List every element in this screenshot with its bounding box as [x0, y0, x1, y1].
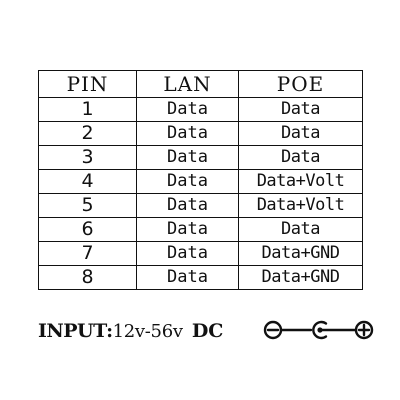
input-label: INPUT:	[38, 320, 113, 342]
pin-number: 6	[38, 217, 137, 242]
header-poe: POE	[238, 70, 363, 98]
poe-value: Data	[238, 217, 363, 242]
table-row: 3 Data Data	[38, 145, 363, 170]
table-row: 4 Data Data+Volt	[38, 169, 363, 194]
dc-polarity-center-positive-icon	[263, 320, 374, 340]
header-pin: PIN	[38, 70, 137, 98]
lan-value: Data	[136, 265, 239, 290]
center-c-arc	[312, 320, 328, 340]
pin-number: 4	[38, 169, 137, 194]
poe-value: Data+Volt	[238, 169, 363, 194]
lan-value: Data	[136, 145, 239, 170]
input-current-type: DC	[191, 320, 224, 342]
pin-number: 2	[38, 121, 137, 146]
lan-value: Data	[136, 97, 239, 122]
poe-value: Data	[238, 145, 363, 170]
lan-value: Data	[136, 121, 239, 146]
poe-value: Data	[238, 121, 363, 146]
pin-number: 5	[38, 193, 137, 218]
poe-value: Data+GND	[238, 241, 363, 266]
input-spec: INPUT:12v-56v DC	[38, 314, 223, 348]
lan-value: Data	[136, 217, 239, 242]
lan-value: Data	[136, 241, 239, 266]
table-row: 7 Data Data+GND	[38, 241, 363, 266]
poe-value: Data	[238, 97, 363, 122]
plus-terminal-circle	[354, 320, 374, 340]
table-header-row: PIN LAN POE	[38, 70, 363, 98]
pin-number: 3	[38, 145, 137, 170]
header-lan: LAN	[136, 70, 239, 98]
table-row: 8 Data Data+GND	[38, 265, 363, 290]
table-row: 5 Data Data+Volt	[38, 193, 363, 218]
poe-value: Data+Volt	[238, 193, 363, 218]
table-row: 2 Data Data	[38, 121, 363, 146]
pin-number: 8	[38, 265, 137, 290]
pin-number: 1	[38, 97, 137, 122]
input-voltage-range: 12v-56v	[112, 321, 183, 342]
lan-value: Data	[136, 193, 239, 218]
pin-number: 7	[38, 241, 137, 266]
table-row: 6 Data Data	[38, 217, 363, 242]
poe-value: Data+GND	[238, 265, 363, 290]
lan-value: Data	[136, 169, 239, 194]
table-row: 1 Data Data	[38, 97, 363, 122]
pinout-table: PIN LAN POE 1 Data Data 2 Data Data 3 Da…	[38, 70, 363, 290]
